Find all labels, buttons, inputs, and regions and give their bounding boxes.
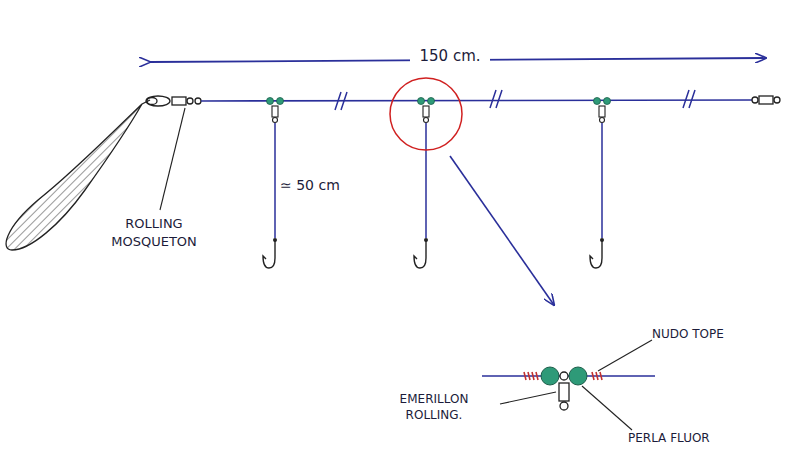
part-label: PERLA FLUOR (628, 430, 740, 446)
part-label: ROLLING MOSQUETON (98, 215, 210, 250)
break-marks (335, 90, 695, 110)
part-label: EMERILLON ROLLING. (378, 391, 490, 423)
snap-swivel (146, 96, 201, 106)
dimension-label: 150 cm. (410, 46, 490, 66)
detail-view (482, 367, 655, 410)
highlight-circle (390, 78, 462, 150)
part-label: NUDO TOPE (652, 326, 752, 342)
end-swivel (752, 96, 780, 104)
leader-lines (160, 108, 652, 430)
detail-arrow (450, 156, 554, 305)
dropper-branches (263, 98, 611, 269)
dimension-label: ≃ 50 cm (280, 176, 370, 195)
